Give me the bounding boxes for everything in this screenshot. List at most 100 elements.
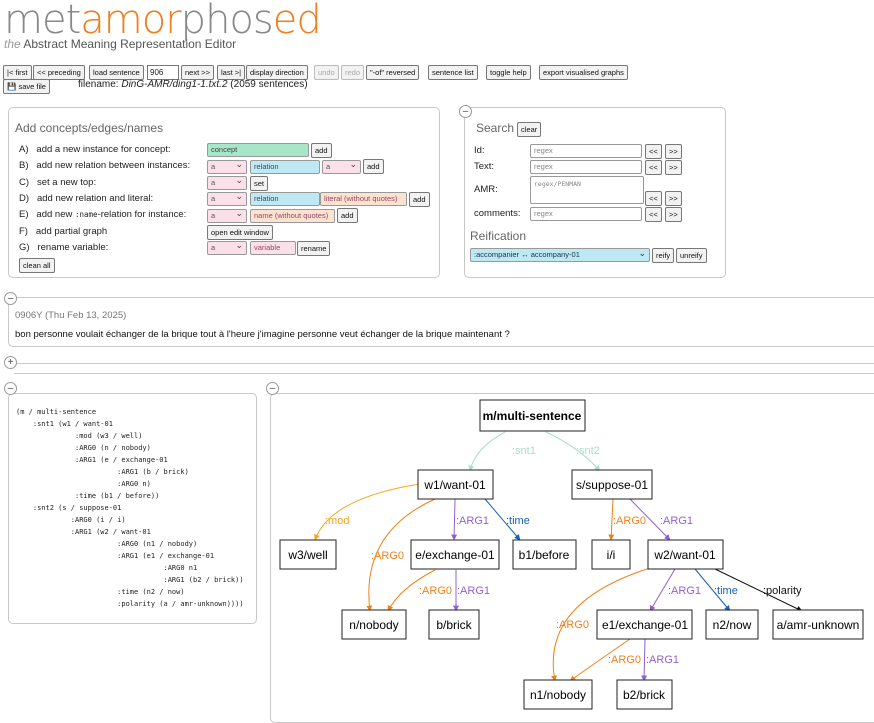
penman-text[interactable]: (m / multi-sentence :snt1 (w1 / want-01 … — [16, 408, 244, 608]
display-direction-button[interactable]: display direction — [246, 65, 308, 80]
edge-label-s-arg0: :ARG0 — [613, 515, 646, 527]
set-top-button[interactable]: set — [250, 176, 269, 191]
save-file-button[interactable]: 💾 save file — [3, 79, 50, 94]
relation-source-select[interactable]: a — [207, 158, 247, 174]
edge-w2-n2 — [694, 568, 731, 612]
app-tagline: the Abstract Meaning Representation Edit… — [4, 37, 237, 51]
node-n1[interactable]: n1/nobody — [523, 679, 593, 710]
reify-button[interactable]: reify — [652, 248, 675, 263]
top-select[interactable]: a — [207, 174, 247, 190]
search-comments-next[interactable]: >> — [665, 207, 682, 222]
node-e1[interactable]: e1/exchange-01 — [596, 609, 693, 640]
name-source-select[interactable]: a — [207, 207, 247, 223]
sentence-list-button[interactable]: sentence list — [428, 65, 478, 80]
svg-text:w3/well: w3/well — [287, 548, 327, 562]
last-button[interactable]: last >| — [217, 65, 246, 80]
add-concept-button[interactable]: add — [311, 143, 332, 158]
search-title: Search — [476, 121, 515, 135]
edge-s-i — [608, 498, 615, 541]
node-w3[interactable]: w3/well — [279, 539, 337, 570]
node-m[interactable]: m/multi-sentence — [479, 399, 586, 432]
edge-label-s-arg1: :ARG1 — [660, 515, 693, 527]
add-panel-title: Add concepts/edges/names — [15, 121, 164, 135]
svg-text:b2/brick: b2/brick — [623, 688, 666, 702]
new-variable-input[interactable]: variable — [250, 241, 296, 255]
add-literal-button[interactable]: add — [409, 192, 430, 207]
svg-text:n/nobody: n/nobody — [349, 618, 398, 632]
edge-label-mod: :mod — [325, 515, 349, 527]
add-relation-button[interactable]: add — [363, 159, 384, 174]
collapse-sentence-toggle[interactable]: – — [4, 292, 17, 305]
edge-label-e1-arg0: :ARG0 — [608, 654, 641, 666]
export-graphs-button[interactable]: export visualised graphs — [539, 65, 628, 80]
edge-m-s — [545, 431, 601, 472]
svg-text:n2/now: n2/now — [713, 618, 752, 632]
amr-graph: :snt1 :snt2 :mod :ARG0 :ARG1 :time :ARG0… — [279, 399, 864, 710]
svg-text:w2/want-01: w2/want-01 — [653, 548, 716, 562]
node-e[interactable]: e/exchange-01 — [410, 539, 500, 570]
node-b1[interactable]: b1/before — [512, 539, 577, 570]
clear-search-button[interactable]: clear — [517, 122, 542, 137]
search-amr-prev[interactable]: << — [645, 191, 662, 206]
search-amr-textarea[interactable]: regex/PENMAN — [530, 176, 644, 204]
node-a[interactable]: a/amr-unknown — [772, 609, 864, 640]
node-w2[interactable]: w2/want-01 — [647, 539, 724, 570]
edge-e1-b2 — [641, 638, 648, 682]
of-reversed-button[interactable]: "-of" reversed — [366, 65, 420, 80]
first-button[interactable]: |< first — [3, 65, 32, 80]
node-n2[interactable]: n2/now — [705, 609, 759, 640]
row-a-label: A) add a new instance for concept: — [19, 144, 171, 155]
next-button[interactable]: next >> — [181, 65, 215, 80]
search-text-next[interactable]: >> — [665, 160, 682, 175]
name-input[interactable]: name (without quotes) — [250, 209, 335, 223]
undo-button[interactable]: undo — [314, 65, 339, 80]
node-b2[interactable]: b2/brick — [616, 679, 673, 710]
node-s[interactable]: s/suppose-01 — [571, 469, 653, 500]
search-id-next[interactable]: >> — [665, 144, 682, 159]
preceding-button[interactable]: << preceding — [33, 65, 85, 80]
edge-label-e1-arg1: :ARG1 — [646, 654, 679, 666]
relation-input[interactable]: relation — [250, 160, 320, 174]
edge-label-e-arg1: :ARG1 — [457, 585, 490, 597]
relation-target-select[interactable]: a — [322, 158, 361, 174]
floppy-icon: 💾 — [7, 82, 17, 91]
redo-button[interactable]: redo — [341, 65, 365, 80]
node-i[interactable]: i/i — [591, 539, 631, 570]
toggle-help-button[interactable]: toggle help — [486, 65, 531, 80]
node-n[interactable]: n/nobody — [341, 609, 407, 640]
search-text-input[interactable]: regex — [530, 160, 642, 174]
clean-all-button[interactable]: clean all — [19, 258, 55, 273]
rename-variable-select[interactable]: a — [207, 239, 247, 255]
rename-button[interactable]: rename — [297, 241, 331, 256]
literal-relation-input[interactable]: relation — [250, 192, 320, 206]
svg-text:i/i: i/i — [607, 548, 616, 562]
reification-select[interactable]: :accompanier ↔ accompany-01⌄ — [470, 248, 650, 262]
concept-input[interactable]: concept — [207, 143, 309, 157]
add-name-button[interactable]: add — [337, 208, 358, 223]
collapse-penman-toggle[interactable]: – — [4, 382, 17, 395]
expand-section-toggle[interactable]: + — [4, 356, 17, 369]
search-amr-label: AMR: — [474, 184, 498, 195]
search-comments-input[interactable]: regex — [530, 207, 642, 221]
row-b-label: B) add new relation between instances: — [19, 160, 191, 171]
literal-input[interactable]: literal (without quotes) — [320, 192, 407, 206]
edge-label-e-arg0: :ARG0 — [419, 585, 452, 597]
search-id-input[interactable]: regex — [530, 144, 642, 158]
search-amr-next[interactable]: >> — [665, 191, 682, 206]
node-b[interactable]: b/brick — [428, 609, 480, 640]
svg-text:e1/exchange-01: e1/exchange-01 — [602, 618, 688, 632]
svg-text:m/multi-sentence: m/multi-sentence — [483, 409, 582, 423]
sentence-number-input[interactable]: 906 — [147, 65, 179, 80]
unreify-button[interactable]: unreify — [676, 248, 707, 263]
edge-label-snt2: :snt2 — [576, 445, 600, 457]
node-w1[interactable]: w1/want-01 — [417, 469, 494, 500]
open-edit-window-button[interactable]: open edit window — [207, 225, 273, 240]
collapse-search-toggle[interactable]: – — [459, 105, 472, 118]
row-d-label: D) add new relation and literal: — [19, 193, 154, 204]
load-sentence-button[interactable]: load sentence — [89, 65, 144, 80]
search-id-prev[interactable]: << — [645, 144, 662, 159]
collapse-graph-toggle[interactable]: – — [266, 382, 279, 395]
literal-source-select[interactable]: a — [207, 190, 247, 206]
search-comments-prev[interactable]: << — [645, 207, 662, 222]
search-text-prev[interactable]: << — [645, 160, 662, 175]
